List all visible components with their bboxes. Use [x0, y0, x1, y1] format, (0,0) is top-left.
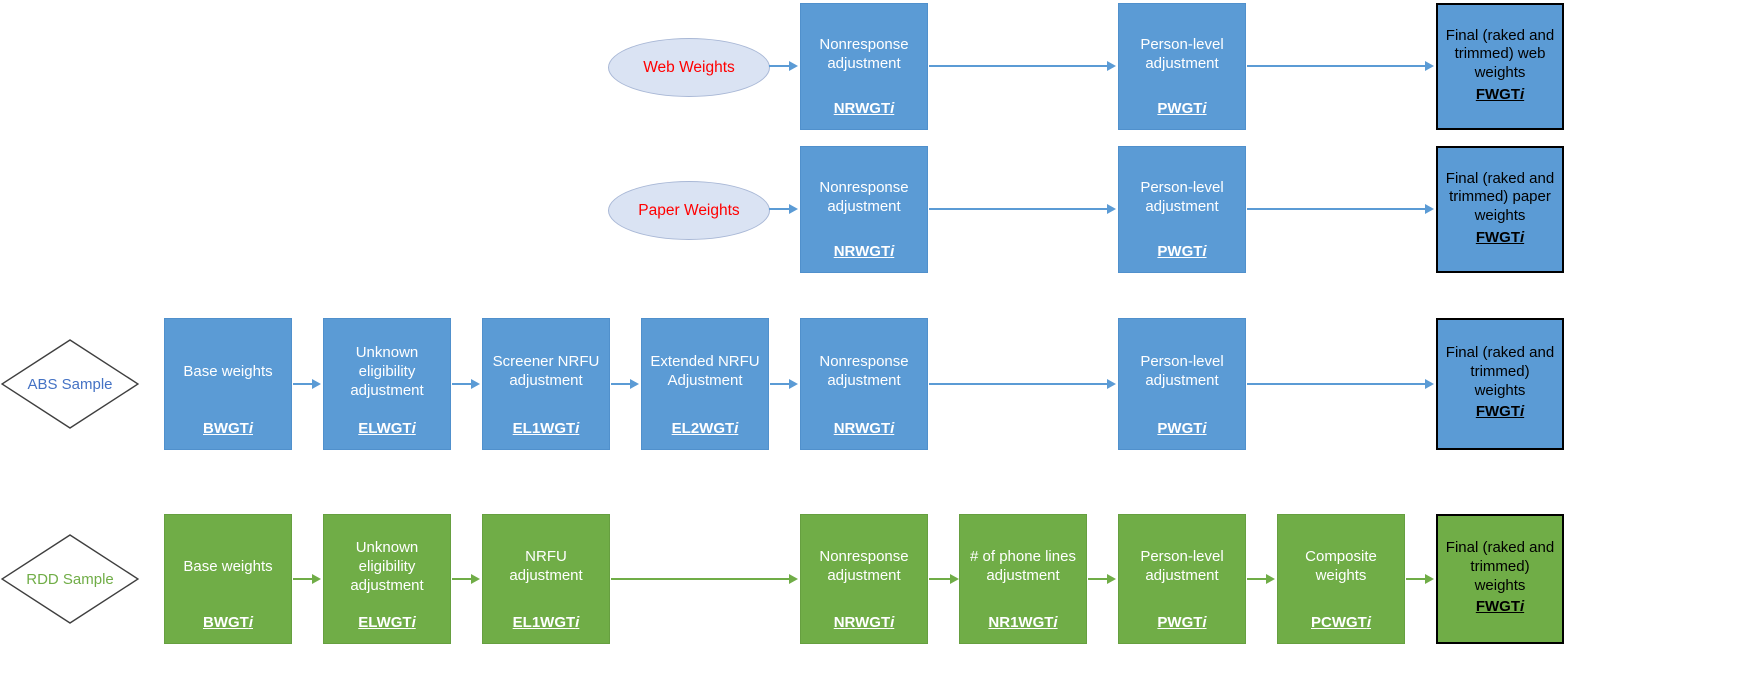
- flow-arrow: [293, 379, 321, 389]
- box-code: EL1WGTi: [512, 420, 580, 438]
- web-nonresponse-box: Nonresponse adjustment NRWGTi: [800, 3, 928, 130]
- flow-arrow: [770, 379, 798, 389]
- box-label: Final (raked and trimmed) web weights: [1445, 26, 1555, 82]
- diamond-shape: [1, 534, 139, 624]
- paper-source-ellipse: Paper Weights: [608, 181, 770, 240]
- paper-person-level-box: Person-level adjustment PWGTi: [1118, 146, 1246, 273]
- box-code: PWGTi: [1157, 420, 1207, 438]
- rdd-unknown-eligibility-box: Unknown eligibility adjustment ELWGTi: [323, 514, 451, 644]
- box-label: Unknown eligibility adjustment: [350, 539, 424, 594]
- flow-arrow: [1247, 574, 1275, 584]
- flow-arrow: [929, 61, 1116, 71]
- abs-extended-nrfu-box: Extended NRFU Adjustment EL2WGTi: [641, 318, 769, 450]
- box-code: EL1WGTi: [512, 614, 580, 632]
- flow-arrow: [611, 574, 798, 584]
- box-code: ELWGTi: [358, 614, 416, 632]
- abs-base-weights-box: Base weights BWGTi: [164, 318, 292, 450]
- box-code: PWGTi: [1157, 614, 1207, 632]
- box-code: EL2WGTi: [671, 420, 739, 438]
- flow-arrow: [452, 574, 480, 584]
- box-label: Nonresponse adjustment: [819, 178, 909, 215]
- box-label: Person-level adjustment: [1140, 35, 1224, 72]
- rdd-nrfu-box: NRFU adjustment EL1WGTi: [482, 514, 610, 644]
- box-label: Screener NRFU adjustment: [492, 353, 600, 390]
- rdd-source-label: RDD Sample: [26, 570, 114, 588]
- paper-source-label: Paper Weights: [638, 201, 740, 219]
- box-code: FWGTi: [1475, 598, 1525, 616]
- flow-arrow: [1247, 379, 1434, 389]
- abs-screener-nrfu-box: Screener NRFU adjustment EL1WGTi: [482, 318, 610, 450]
- box-label: Base weights: [183, 362, 273, 380]
- box-label: Person-level adjustment: [1140, 178, 1224, 215]
- box-label: NRFU adjustment: [509, 548, 583, 585]
- flow-arrow: [611, 379, 639, 389]
- web-final-weights-box: Final (raked and trimmed) web weights FW…: [1436, 3, 1564, 130]
- abs-source-diamond: ABS Sample: [1, 339, 139, 429]
- flow-arrow: [929, 379, 1116, 389]
- box-label: Final (raked and trimmed) paper weights: [1445, 169, 1555, 225]
- box-label: Base weights: [183, 557, 273, 575]
- box-label: Composite weights: [1305, 548, 1377, 585]
- web-person-level-box: Person-level adjustment PWGTi: [1118, 3, 1246, 130]
- rdd-person-level-box: Person-level adjustment PWGTi: [1118, 514, 1246, 644]
- rdd-nonresponse-box: Nonresponse adjustment NRWGTi: [800, 514, 928, 644]
- box-code: NRWGTi: [833, 420, 895, 438]
- box-code: PWGTi: [1157, 243, 1207, 261]
- flow-arrow: [452, 379, 480, 389]
- box-label: Nonresponse adjustment: [819, 353, 909, 390]
- box-code: NRWGTi: [833, 614, 895, 632]
- web-source-ellipse: Web Weights: [608, 38, 770, 97]
- flow-arrow: [929, 574, 959, 584]
- abs-source-label: ABS Sample: [27, 375, 113, 393]
- box-code: NRWGTi: [833, 243, 895, 261]
- box-label: Extended NRFU Adjustment: [650, 353, 760, 390]
- rdd-final-weights-box: Final (raked and trimmed) weights FWGTi: [1436, 514, 1564, 644]
- box-label: Person-level adjustment: [1140, 353, 1224, 390]
- box-label: Unknown eligibility adjustment: [350, 344, 424, 399]
- box-code: FWGTi: [1475, 228, 1525, 246]
- box-code: FWGTi: [1475, 403, 1525, 421]
- abs-final-weights-box: Final (raked and trimmed) weights FWGTi: [1436, 318, 1564, 450]
- flow-arrow: [769, 204, 798, 214]
- paper-nonresponse-box: Nonresponse adjustment NRWGTi: [800, 146, 928, 273]
- rdd-base-weights-box: Base weights BWGTi: [164, 514, 292, 644]
- box-code: NR1WGTi: [988, 614, 1058, 632]
- flow-arrow: [929, 204, 1116, 214]
- abs-person-level-box: Person-level adjustment PWGTi: [1118, 318, 1246, 450]
- diamond-shape: [1, 339, 139, 429]
- flow-arrow: [1247, 204, 1434, 214]
- box-code: PCWGTi: [1311, 614, 1371, 632]
- flow-arrow: [1247, 61, 1434, 71]
- abs-unknown-eligibility-box: Unknown eligibility adjustment ELWGTi: [323, 318, 451, 450]
- paper-final-weights-box: Final (raked and trimmed) paper weights …: [1436, 146, 1564, 273]
- box-code: PWGTi: [1157, 100, 1207, 118]
- flow-arrow: [1406, 574, 1434, 584]
- box-code: BWGTi: [203, 614, 253, 632]
- box-label: Nonresponse adjustment: [819, 548, 909, 585]
- flow-arrow: [293, 574, 321, 584]
- rdd-source-diamond: RDD Sample: [1, 534, 139, 624]
- box-code: FWGTi: [1475, 85, 1525, 103]
- box-label: Nonresponse adjustment: [819, 35, 909, 72]
- box-label: Final (raked and trimmed) weights: [1445, 539, 1555, 594]
- abs-nonresponse-box: Nonresponse adjustment NRWGTi: [800, 318, 928, 450]
- rdd-composite-weights-box: Composite weights PCWGTi: [1277, 514, 1405, 644]
- box-code: NRWGTi: [833, 100, 895, 118]
- flow-arrow: [769, 61, 798, 71]
- box-label: Person-level adjustment: [1140, 548, 1224, 585]
- box-code: BWGTi: [203, 420, 253, 438]
- box-code: ELWGTi: [358, 420, 416, 438]
- box-label: # of phone lines adjustment: [970, 548, 1076, 585]
- flow-arrow: [1088, 574, 1116, 584]
- web-source-label: Web Weights: [643, 58, 735, 76]
- box-label: Final (raked and trimmed) weights: [1445, 344, 1555, 399]
- rdd-phone-lines-box: # of phone lines adjustment NR1WGTi: [959, 514, 1087, 644]
